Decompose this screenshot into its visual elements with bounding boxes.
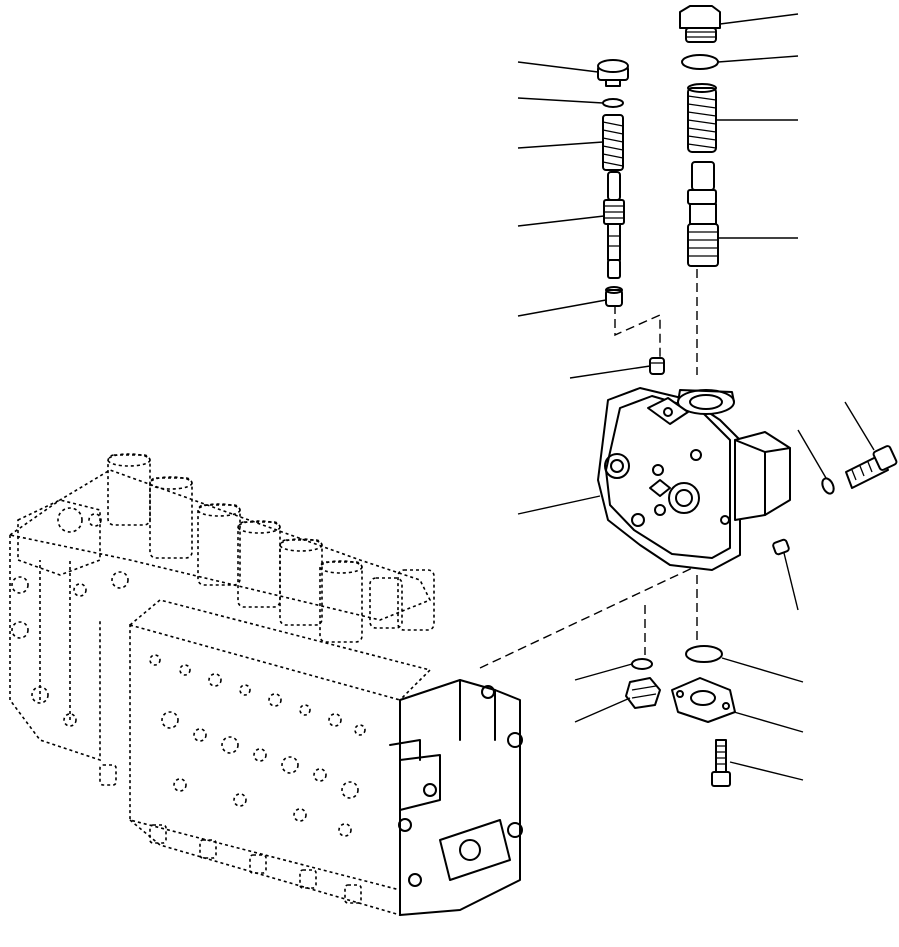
leader-line [517, 215, 605, 227]
left-o-ring [602, 98, 624, 108]
side-small-plug [772, 538, 790, 556]
leader-line [517, 299, 607, 317]
right-spring [687, 83, 717, 153]
leader-line [783, 552, 799, 611]
callout-leaders [517, 13, 875, 781]
leader-line [569, 365, 651, 379]
assembly-lines [479, 255, 721, 669]
mounting-bolt [845, 445, 898, 489]
left-spring [602, 114, 624, 171]
bottom-o-ring-large [685, 645, 723, 663]
leader-line [729, 761, 804, 781]
leader-line [733, 711, 804, 733]
flange-bolt [711, 739, 731, 787]
leader-line [517, 97, 604, 104]
valve-section-block [597, 387, 791, 571]
leader-line [517, 495, 601, 515]
leader-line [574, 697, 631, 723]
leader-line [517, 141, 604, 149]
right-o-ring [681, 54, 719, 70]
leader-line [517, 61, 599, 73]
leader-line [721, 657, 804, 683]
top-small-plug [649, 357, 665, 375]
left-poppet [603, 171, 625, 279]
leader-line [574, 663, 633, 681]
main-control-valve-body [8, 453, 523, 917]
bolt-washer [821, 477, 835, 495]
left-plug [597, 59, 629, 87]
left-seat-plug [605, 286, 623, 307]
right-cap-plug [679, 5, 721, 43]
flange-plate [671, 677, 736, 723]
bottom-o-ring-small [631, 658, 653, 670]
leader-line [719, 13, 799, 25]
right-poppet [687, 161, 719, 267]
leader-line [797, 429, 827, 479]
leader-line [717, 55, 799, 63]
bottom-plug-fitting [625, 677, 661, 709]
leader-line [844, 401, 875, 451]
